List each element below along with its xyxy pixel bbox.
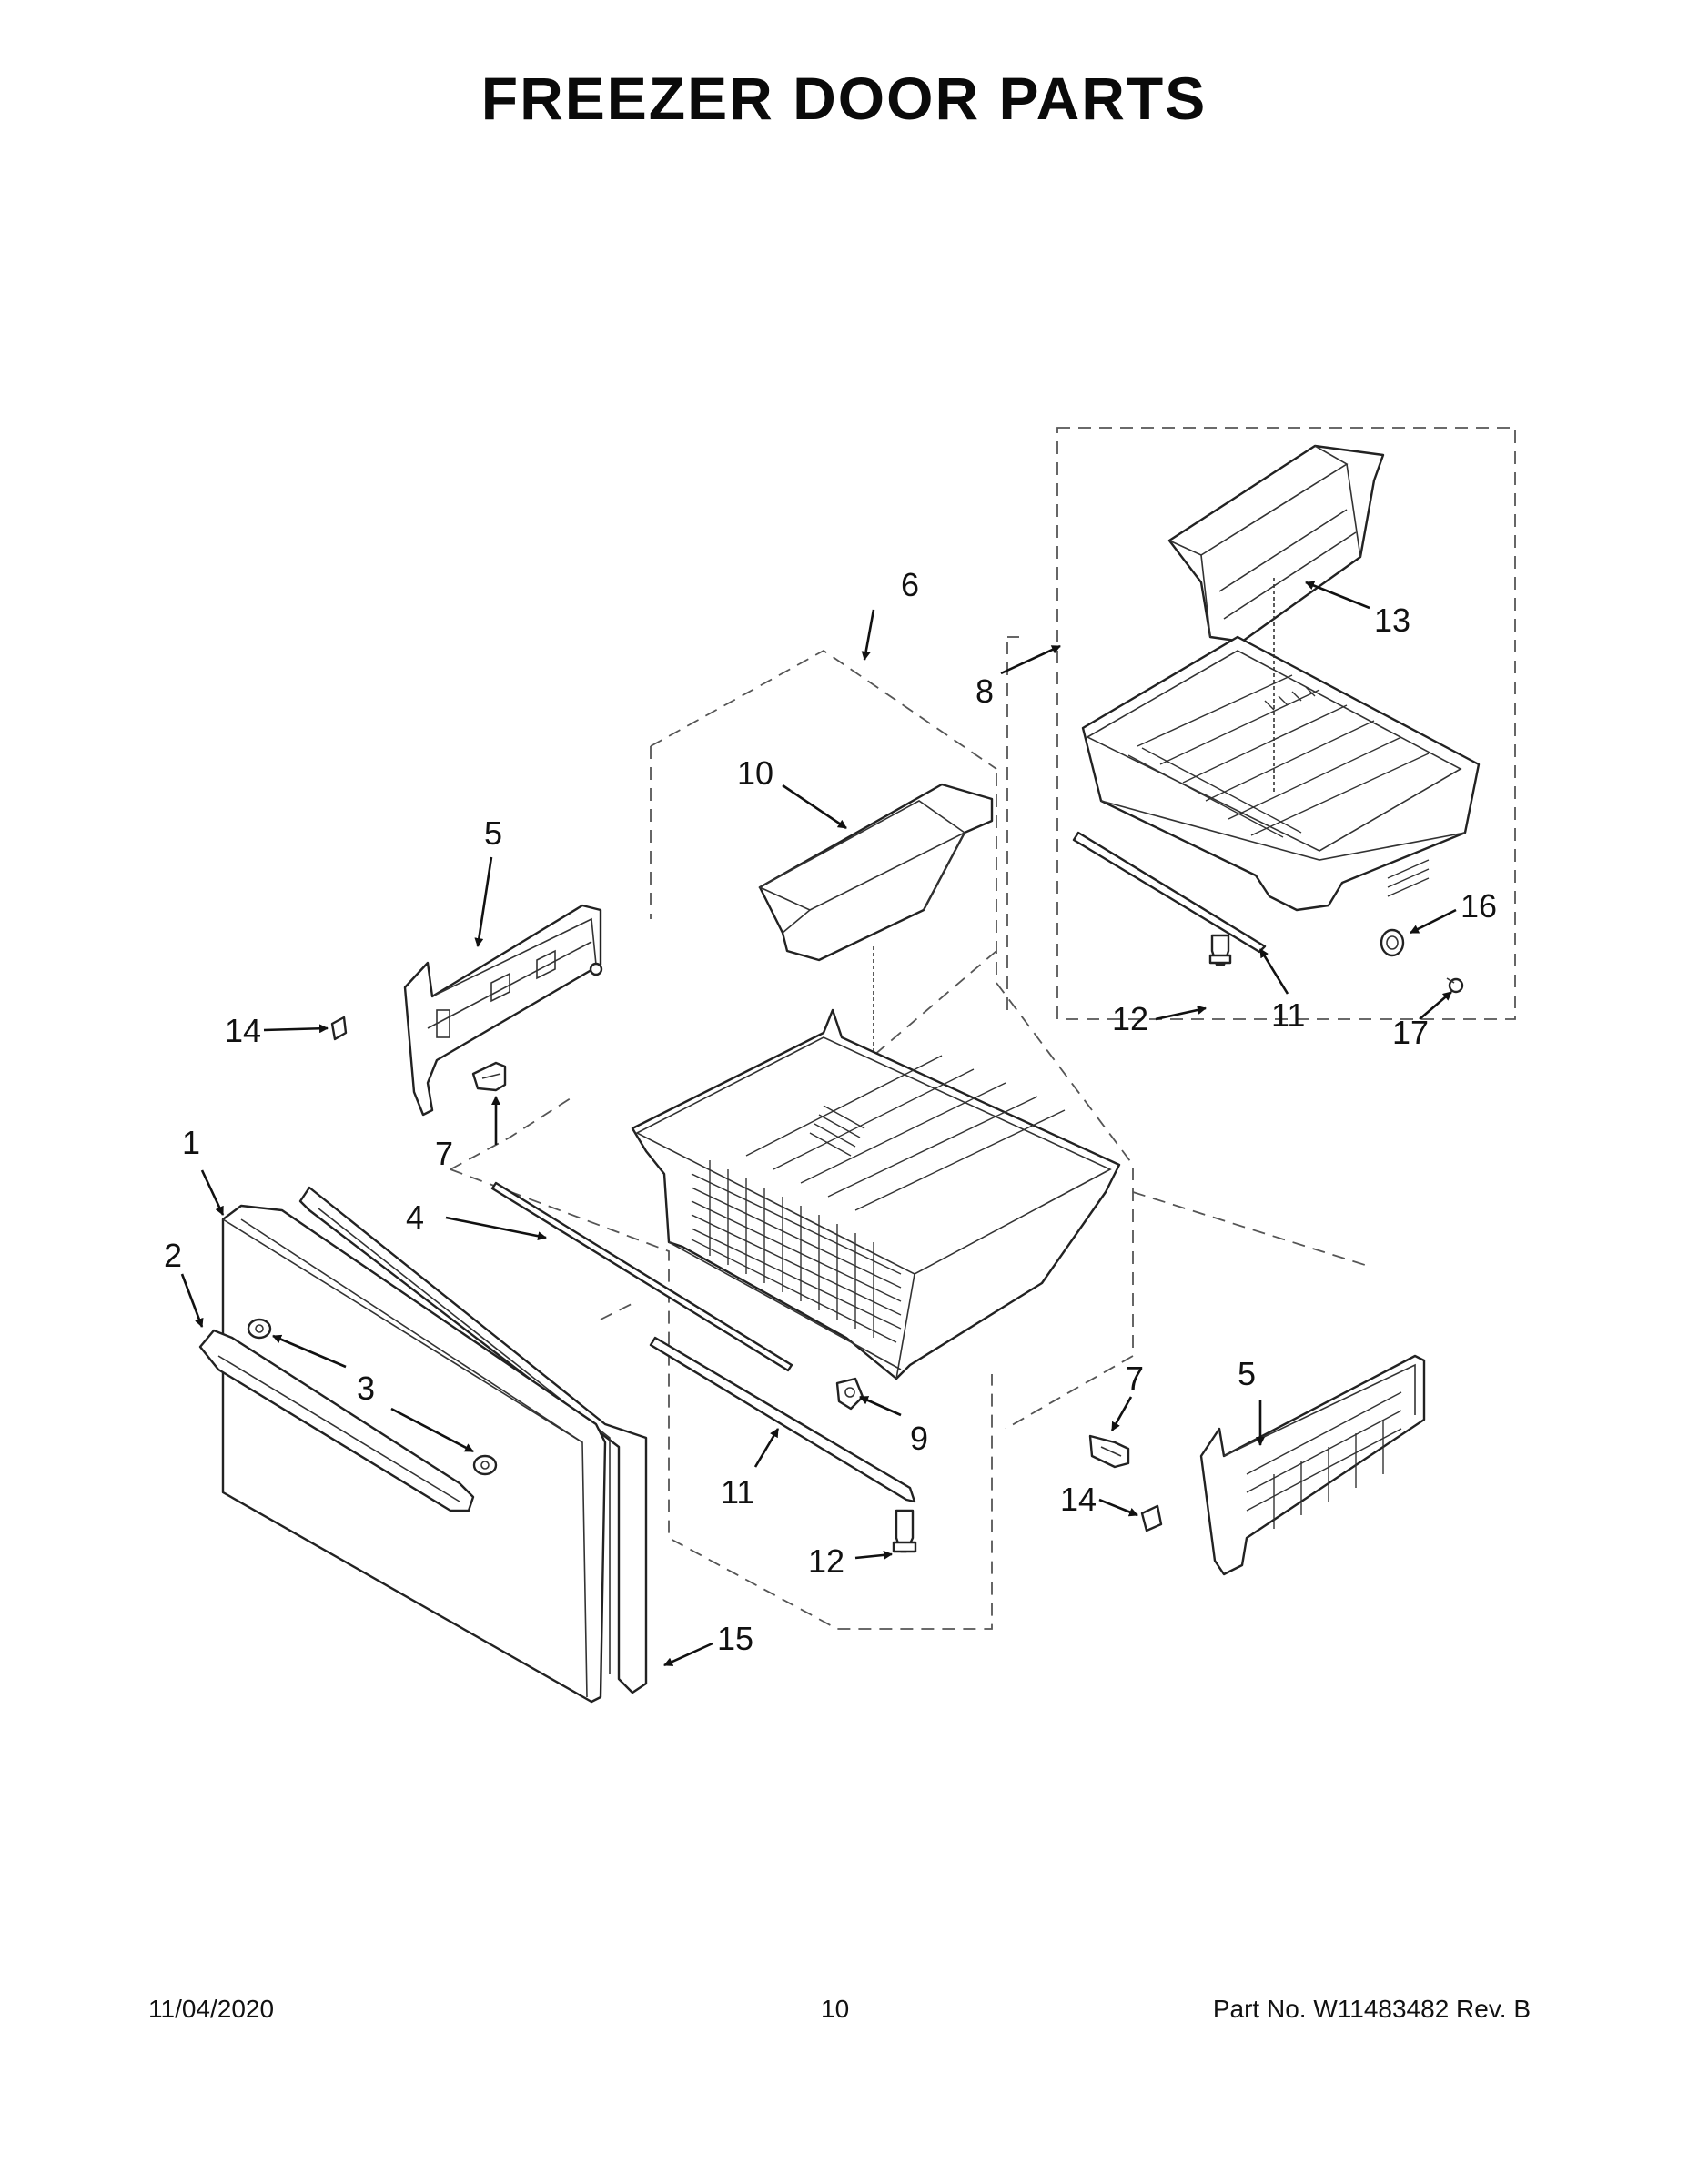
callout-6: 6 [901,566,919,603]
footer-page-number: 10 [821,1995,850,2023]
slide-bracket-5-right [1199,1354,1426,1576]
door-gasket-15 [298,1186,648,1694]
callout-1: 1 [182,1124,200,1161]
callout-14-right: 14 [1060,1481,1097,1518]
callout-labels: 1 2 3 4 5 5 6 7 7 8 9 10 11 11 12 12 13 … [164,566,1497,1657]
callout-10: 10 [737,754,773,792]
callout-2: 2 [164,1237,182,1274]
callout-7-left: 7 [435,1135,453,1172]
handle-screw-3b [472,1454,498,1476]
group-6-boundary [450,649,1366,1630]
pin-17 [1446,977,1464,994]
callout-17: 17 [1392,1014,1429,1051]
door-handle-2 [198,1329,475,1512]
callout-8: 8 [975,672,994,710]
callout-4: 4 [406,1198,424,1236]
footer-date: 11/04/2020 [148,1995,275,2023]
small-basket-13 [1167,444,1385,643]
slide-rail-11-upper [1072,831,1267,954]
slide-bracket-5-left [403,904,603,1117]
callout-7-right: 7 [1126,1360,1144,1397]
slide-rail-11-lower [649,1336,916,1503]
clip-14-left [330,1016,348,1041]
page-title: FREEZER DOOR PARTS [480,65,1208,132]
callout-12-upper: 12 [1112,1000,1148,1037]
screw-7-right [1088,1434,1130,1469]
upper-basket-8 [1081,578,1481,912]
screw-12-lower [892,1509,917,1553]
strip-4 [490,1181,793,1372]
screw-7-left [471,1061,507,1092]
main-basket [631,1008,1121,1380]
group-8-boundary [1006,427,1516,1020]
footer-part-number: Part No. W11483482 Rev. B [1212,1995,1531,2023]
callout-9: 9 [910,1420,928,1457]
callout-12-lower: 12 [808,1542,844,1580]
callout-11-lower: 11 [721,1473,754,1511]
callout-3: 3 [357,1370,375,1407]
clip-9 [835,1377,864,1410]
callout-5-right: 5 [1238,1355,1256,1392]
leader-lines [180,581,1457,1667]
wheel-16 [1380,928,1405,957]
clip-14-right [1140,1504,1163,1532]
callout-15: 15 [717,1620,753,1657]
callout-13: 13 [1374,602,1410,639]
callout-16: 16 [1461,887,1497,925]
callout-14-left: 14 [225,1012,261,1049]
screw-12-upper [1208,934,1232,966]
callout-11-upper: 11 [1271,996,1305,1034]
handle-screw-3a [247,1318,272,1340]
callout-5-left: 5 [484,814,502,852]
